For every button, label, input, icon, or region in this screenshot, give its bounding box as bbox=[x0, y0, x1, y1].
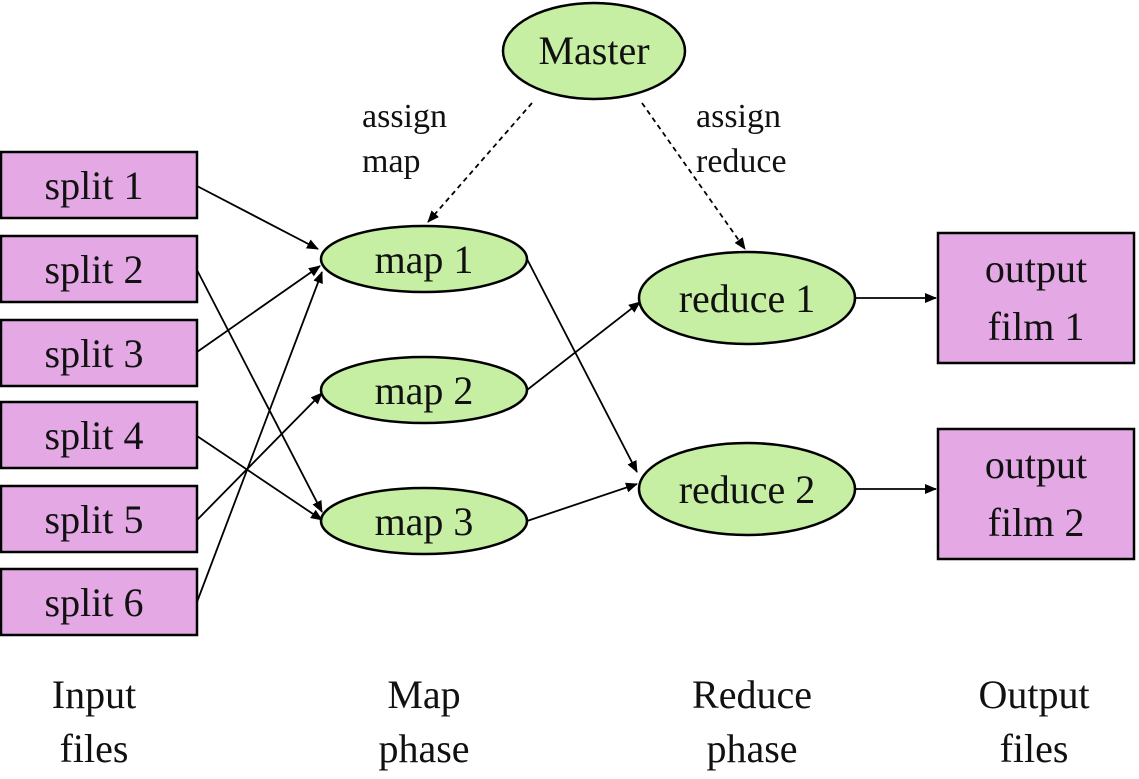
edge-split4-to-map3 bbox=[196, 435, 323, 521]
assign-reduce-line2: reduce bbox=[696, 143, 787, 180]
split-5-box: split 5 bbox=[0, 484, 199, 554]
map-tasks: map 1 map 2 map 3 bbox=[319, 224, 529, 556]
edge-map1-to-reduce2 bbox=[526, 258, 638, 473]
edges-layer bbox=[196, 102, 937, 603]
assign-reduce-line1: assign bbox=[696, 98, 781, 135]
output-1-line1: output bbox=[985, 246, 1087, 291]
map-2-label: map 2 bbox=[375, 368, 474, 413]
reduce-1-node: reduce 1 bbox=[637, 250, 857, 346]
edge-split1-to-map1 bbox=[196, 185, 319, 250]
assign-map-line2: map bbox=[362, 143, 421, 180]
assign-map-annotation: assign map bbox=[362, 98, 447, 180]
map-phase-line2: phase bbox=[378, 726, 469, 771]
split-6-label: split 6 bbox=[45, 580, 144, 625]
edge-split6-to-map1 bbox=[196, 271, 323, 603]
edge-split5-to-map2 bbox=[196, 392, 323, 521]
edge-map3-to-reduce2 bbox=[526, 482, 638, 522]
output-2-line2: film 2 bbox=[988, 500, 1085, 545]
map-1-label: map 1 bbox=[375, 237, 474, 282]
output-files-line1: Output bbox=[978, 672, 1089, 717]
edge-split2-to-map3 bbox=[196, 269, 323, 513]
map-3-label: map 3 bbox=[375, 499, 474, 544]
reduce-2-node: reduce 2 bbox=[637, 441, 857, 537]
output-files-line2: files bbox=[1000, 726, 1069, 771]
edge-split3-to-map1 bbox=[196, 265, 321, 353]
reduce-tasks: reduce 1 reduce 2 bbox=[637, 250, 857, 537]
master-node: Master bbox=[501, 1, 687, 101]
split-1-label: split 1 bbox=[45, 163, 144, 208]
split-6-box: split 6 bbox=[0, 567, 199, 637]
assign-map-line1: assign bbox=[362, 98, 447, 135]
reduce-phase-line2: phase bbox=[706, 726, 797, 771]
phase-labels: Input files Map phase Reduce phase Outpu… bbox=[52, 672, 1090, 771]
split-3-box: split 3 bbox=[0, 318, 199, 388]
split-4-box: split 4 bbox=[0, 400, 199, 470]
input-files-line1: Input bbox=[52, 672, 136, 717]
map-1-node: map 1 bbox=[319, 224, 529, 294]
reduce-2-label: reduce 2 bbox=[679, 467, 816, 512]
split-3-label: split 3 bbox=[45, 331, 144, 376]
split-2-label: split 2 bbox=[45, 247, 144, 292]
edge-master-to-reduce1 bbox=[641, 102, 746, 250]
assign-reduce-annotation: assign reduce bbox=[696, 98, 787, 180]
map-phase-line1: Map bbox=[387, 672, 460, 717]
output-1-line2: film 1 bbox=[988, 304, 1085, 349]
input-splits: split 1 split 2 split 3 split 4 split 5 … bbox=[0, 150, 199, 637]
split-1-box: split 1 bbox=[0, 150, 199, 220]
reduce-phase-line1: Reduce bbox=[692, 672, 812, 717]
output-1-box: output film 1 bbox=[936, 231, 1136, 365]
map-2-node: map 2 bbox=[319, 355, 529, 425]
edge-map2-to-reduce1 bbox=[526, 301, 641, 391]
output-2-box: output film 2 bbox=[936, 427, 1136, 561]
reduce-1-label: reduce 1 bbox=[679, 276, 816, 321]
output-2-line1: output bbox=[985, 442, 1087, 487]
split-2-box: split 2 bbox=[0, 234, 199, 304]
split-5-label: split 5 bbox=[45, 497, 144, 542]
input-files-line2: files bbox=[60, 726, 129, 771]
map-3-node: map 3 bbox=[319, 486, 529, 556]
split-4-label: split 4 bbox=[45, 413, 144, 458]
output-files: output film 1 output film 2 bbox=[936, 231, 1136, 561]
master-label: Master bbox=[538, 28, 649, 73]
